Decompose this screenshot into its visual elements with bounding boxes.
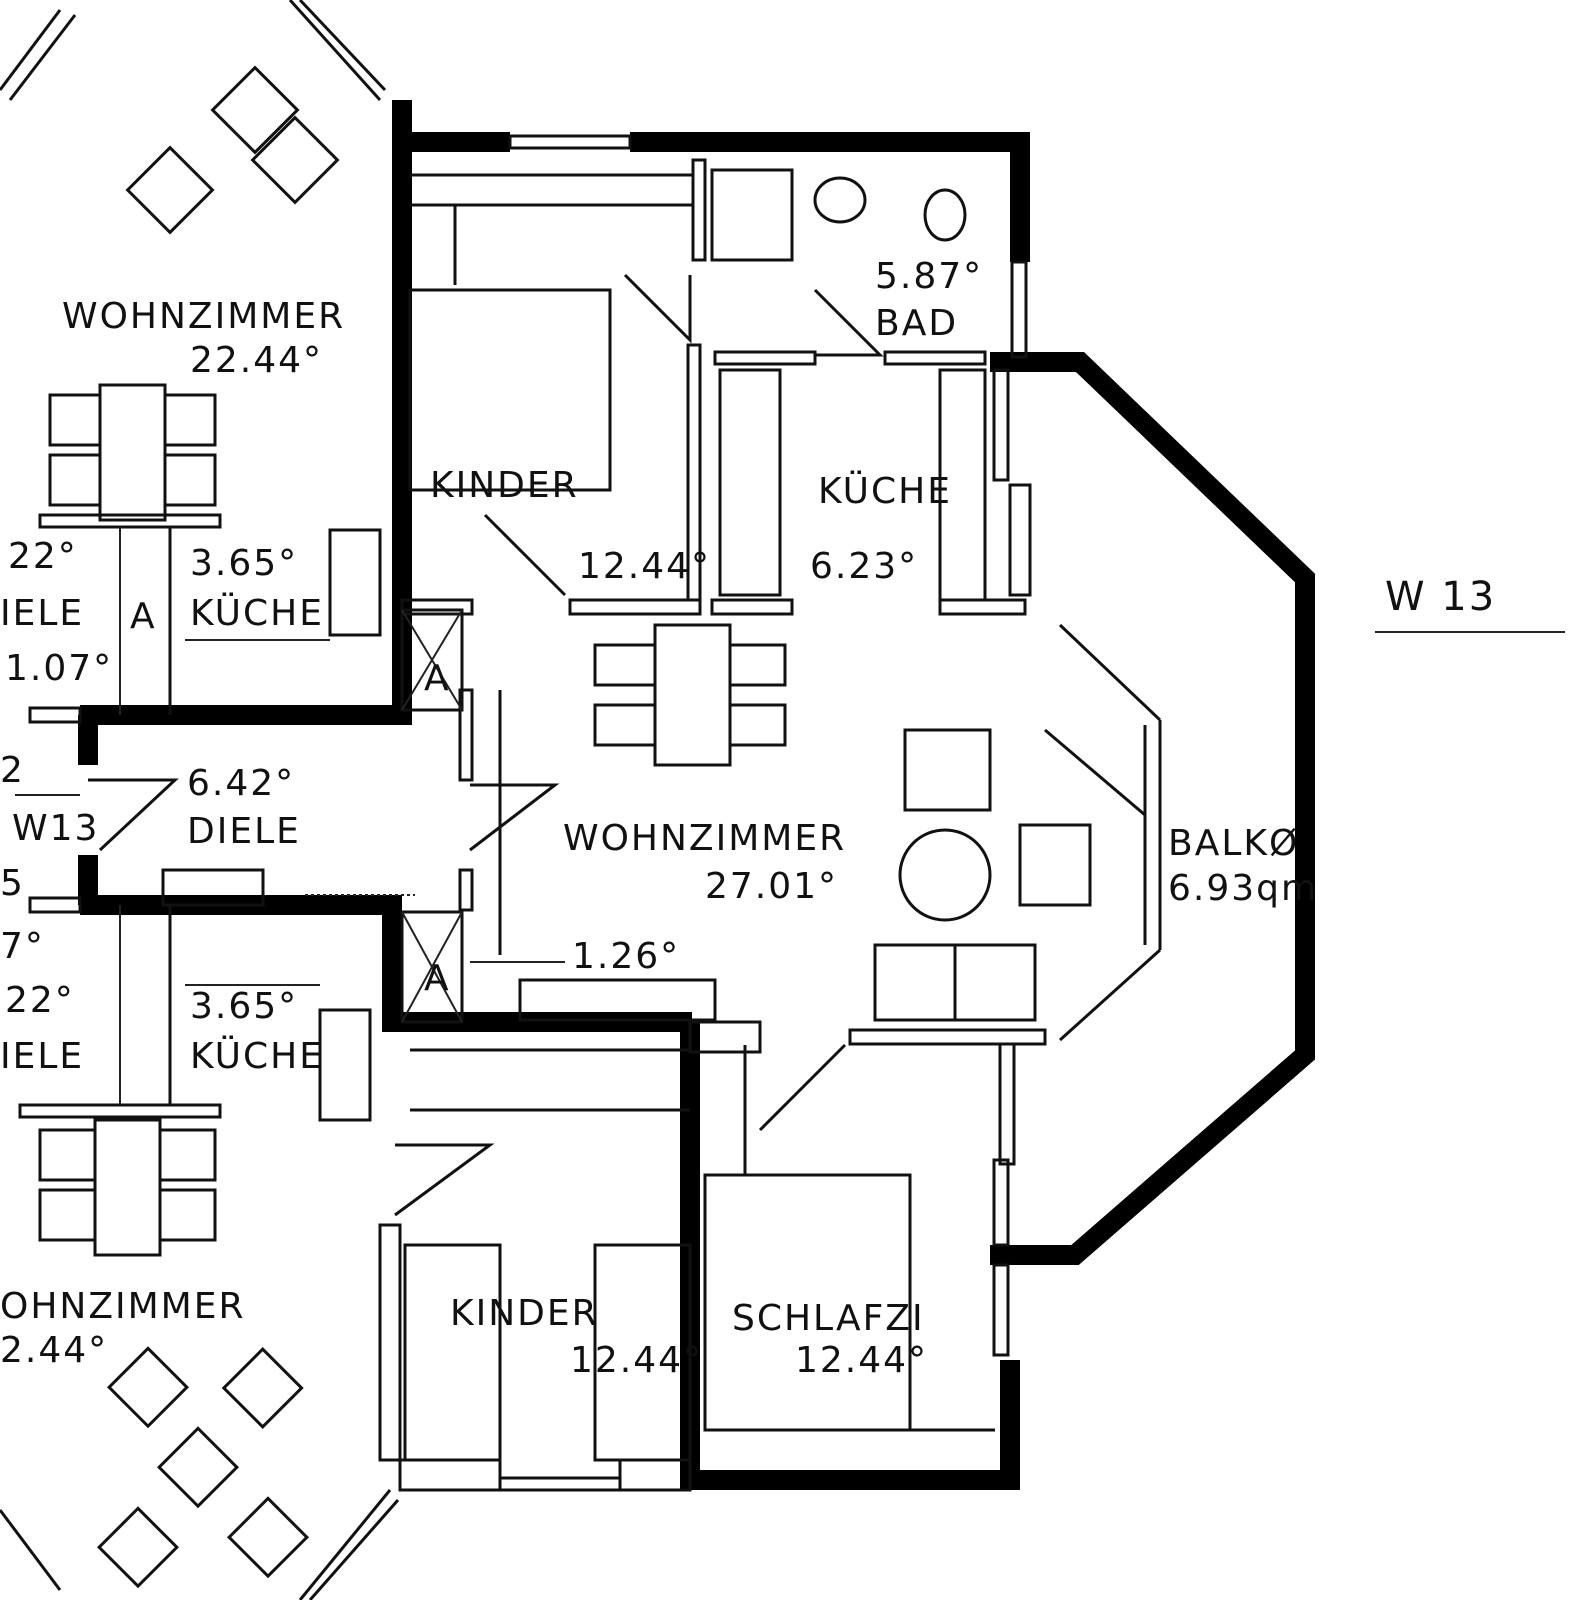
neighbor-side-mark-top: 2	[0, 750, 25, 791]
balkon-name: BALKØ	[1168, 823, 1299, 864]
neighbor-walls	[0, 0, 400, 1600]
kinder-bottom-name: KINDER	[450, 1293, 599, 1334]
neighbor-wohnzimmer-top-name: WOHNZIMMER	[62, 296, 345, 337]
neighbor-diele-bottom-area: 22°	[5, 980, 75, 1021]
neighbor-wohnzimmer-bottom-area: 2.44°	[0, 1330, 108, 1371]
neighbor-side-mark-bottom: 5	[0, 863, 25, 904]
unit-label: W 13	[1385, 574, 1496, 620]
neighbor-kueche-top-area: 3.65°	[190, 543, 298, 584]
wohnzimmer-name: WOHNZIMMER	[563, 818, 846, 859]
neighbor-wohnzimmer-top-area: 22.44°	[190, 340, 323, 381]
diele-area: 6.42°	[187, 763, 295, 804]
neighbor-diele-top-area: 22°	[8, 536, 78, 577]
neighbor-wohnzimmer-bottom-name: OHNZIMMER	[0, 1286, 246, 1327]
kueche-area: 6.23°	[810, 546, 918, 587]
neighbor-kueche-top-name: KÜCHE	[190, 592, 324, 634]
storage-mark-neighbor: A	[130, 596, 157, 637]
storage-mark-bottom: A	[424, 958, 451, 999]
diele-name: DIELE	[187, 811, 301, 852]
wohnzimmer-area: 27.01°	[705, 866, 838, 907]
bad-area: 5.87°	[875, 256, 983, 297]
neighbor-diele-bottom-extra: 7°	[0, 926, 45, 967]
abstell-area: 1.26°	[572, 936, 680, 977]
kueche-name: KÜCHE	[818, 470, 952, 512]
neighbor-diele-bottom-name: IELE	[0, 1036, 84, 1077]
neighbor-diele-top-name: IELE	[0, 593, 84, 634]
kinder-top-name: KINDER	[430, 465, 579, 506]
unit-label-small: W13	[12, 808, 99, 849]
furniture	[38, 65, 1092, 1589]
kinder-top-area: 12.44°	[578, 546, 711, 587]
balkon-area: 6.93qm	[1168, 868, 1318, 909]
schlafzimmer-area: 12.44°	[795, 1340, 928, 1381]
interior-walls	[18, 158, 1162, 1492]
neighbor-kueche-bottom-area: 3.65°	[190, 986, 298, 1027]
exterior-walls	[78, 100, 1315, 1490]
kinder-bottom-area: 12.44°	[570, 1340, 703, 1381]
bad-name: BAD	[875, 303, 958, 344]
door-swings	[88, 273, 1146, 1217]
storage-mark-top: A	[424, 658, 451, 699]
schlafzimmer-name: SCHLAFZI	[732, 1298, 925, 1339]
neighbor-kueche-bottom-name: KÜCHE	[190, 1035, 324, 1077]
neighbor-diele-top-extra: 1.07°	[5, 648, 113, 689]
